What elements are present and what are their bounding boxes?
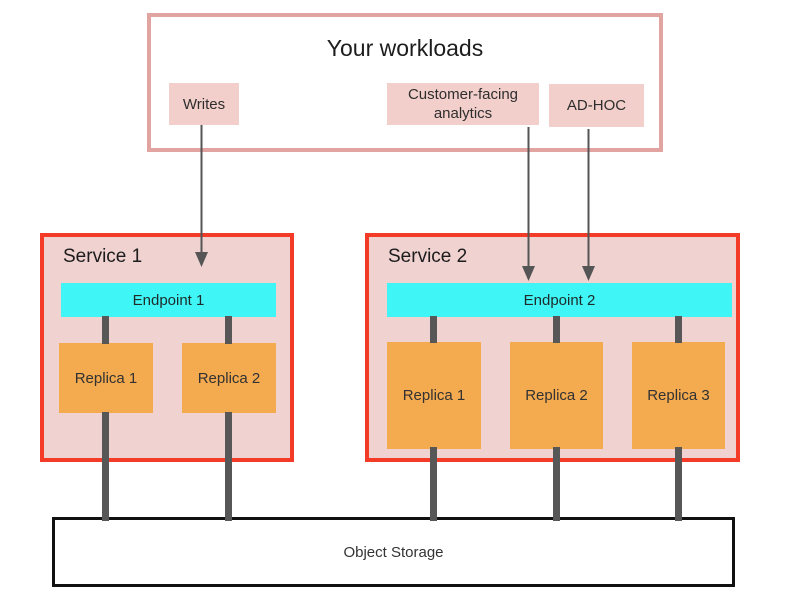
connector-endpoint2-replica3 <box>675 316 682 343</box>
service-2-replica-1: Replica 1 <box>387 342 481 449</box>
connector-s1-replica1-storage <box>102 412 109 521</box>
object-storage-box: Object Storage <box>52 517 735 587</box>
service-1-replica-1-label: Replica 1 <box>74 369 138 387</box>
service-2-endpoint-label: Endpoint 2 <box>523 291 596 309</box>
connector-s2-replica2-storage <box>553 447 560 521</box>
service-2-replica-1-label: Replica 1 <box>402 387 466 404</box>
connector-endpoint2-replica2 <box>553 316 560 343</box>
service-1-replica-1: Replica 1 <box>59 343 153 413</box>
workload-chip-writes-label: Writes <box>182 95 226 113</box>
service-2-replica-3-label: Replica 3 <box>647 387 710 404</box>
service-1-endpoint-label: Endpoint 1 <box>132 291 205 309</box>
service-2-title: Service 2 <box>388 246 468 267</box>
service-2-replica-2-label: Replica 2 <box>525 387 588 404</box>
service-2-replica-2: Replica 2 <box>510 342 603 449</box>
service-1-title: Service 1 <box>63 246 143 267</box>
workload-chip-writes: Writes <box>169 83 239 125</box>
connector-endpoint1-replica2 <box>225 316 232 344</box>
service-1-replica-2-label: Replica 2 <box>197 369 261 387</box>
workload-chip-customer-facing-analytics: Customer-facing analytics <box>387 83 539 125</box>
workloads-title: Your workloads <box>326 35 484 61</box>
service-2-endpoint: Endpoint 2 <box>387 283 732 317</box>
service-1-replica-2: Replica 2 <box>182 343 276 413</box>
connector-s2-replica3-storage <box>675 447 682 521</box>
workload-chip-customer-facing-analytics-label: Customer-facing analytics <box>407 86 519 122</box>
connector-s2-replica1-storage <box>430 447 437 521</box>
service-1-box: Service 1 Endpoint 1 Replica 1 Replica 2 <box>40 233 294 462</box>
workload-chip-adhoc-label: AD-HOC <box>566 97 627 114</box>
object-storage-label: Object Storage <box>343 543 444 561</box>
workload-chip-adhoc: AD-HOC <box>549 84 644 127</box>
service-2-box: Service 2 Endpoint 2 Replica 1 Replica 2… <box>365 233 740 462</box>
connector-endpoint1-replica1 <box>102 316 109 344</box>
service-2-replica-3: Replica 3 <box>632 342 725 449</box>
connector-endpoint2-replica1 <box>430 316 437 343</box>
workloads-group-box: Your workloads Writes Customer-facing an… <box>147 13 663 152</box>
service-1-endpoint: Endpoint 1 <box>61 283 276 317</box>
connector-s1-replica2-storage <box>225 412 232 521</box>
